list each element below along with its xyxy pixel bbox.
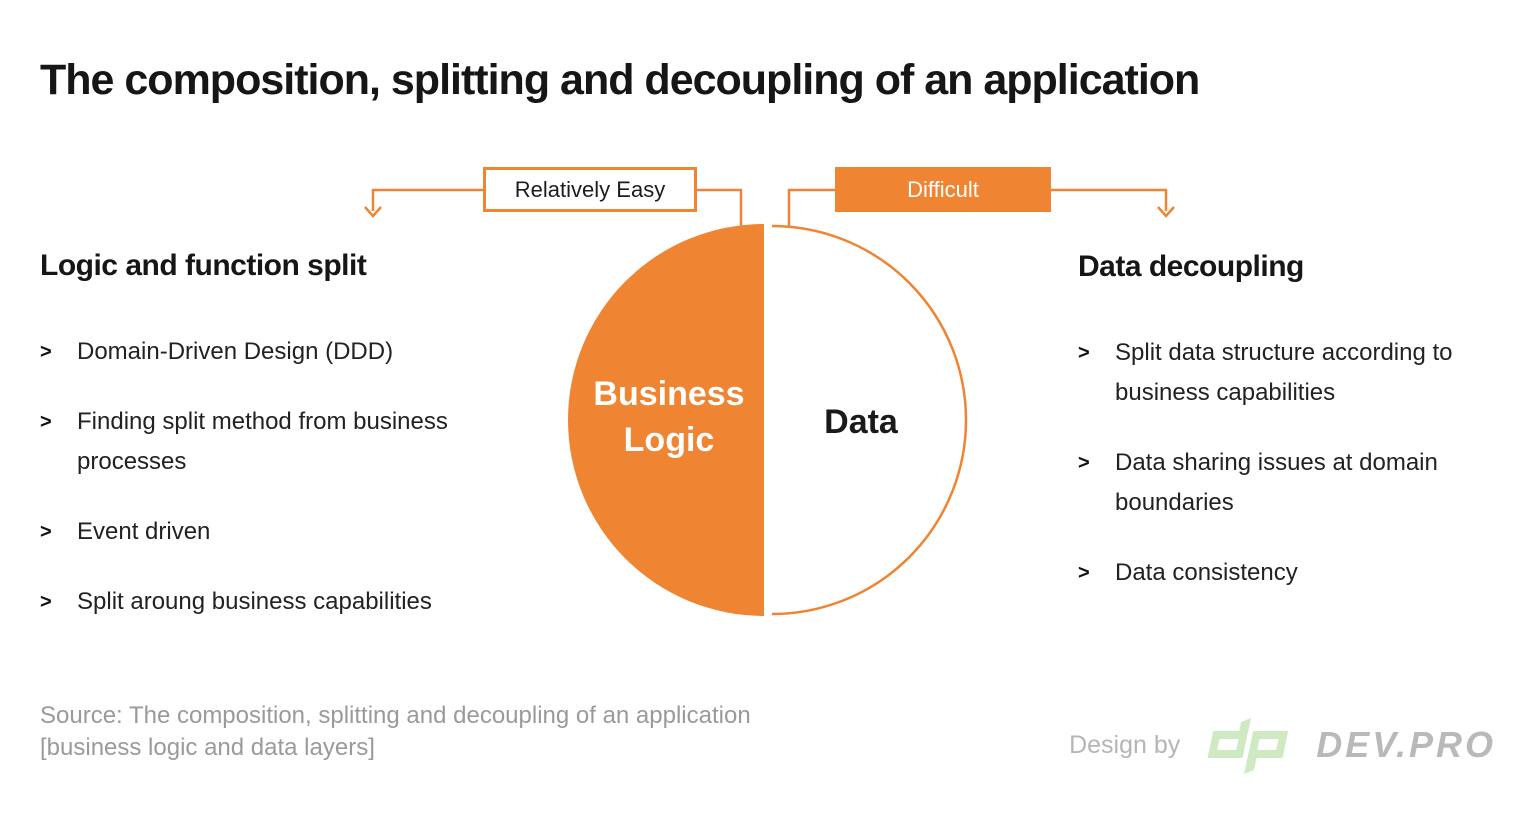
devpro-dp-logo-icon [1207,718,1289,774]
chevron-marker: > [1078,452,1090,474]
chevron-marker: > [40,521,52,543]
data-decoupling-panel: Data decoupling > Split data structure a… [1078,250,1478,623]
relatively-easy-text: Relatively Easy [514,176,666,202]
easy-to-circle-connector [697,188,743,227]
list-item-text: Finding split method from business proce… [77,408,448,475]
difficult-connector-line [1051,188,1168,211]
design-credit: Design by DEV.PRO [1069,716,1496,774]
logic-function-split-panel: Logic and function split > Domain-Driven… [40,249,510,652]
right-panel-heading: Data decoupling [1078,250,1304,283]
chevron-marker: > [40,411,52,433]
list-item-text: Split data structure according to busine… [1115,339,1453,406]
relatively-easy-label: Relatively Easy [483,167,697,212]
source-line-1: Source: The composition, splitting and d… [40,702,751,729]
source-line-2: [business logic and data layers] [40,734,375,761]
difficult-to-circle-connector [787,188,835,227]
chevron-marker: > [1078,562,1090,584]
chevron-marker: > [40,341,52,363]
difficult-arrow-down-icon [1157,206,1175,218]
easy-connector-line [371,188,483,211]
difficult-label: Difficult [835,167,1051,212]
list-item: > Data consistency [1078,553,1478,593]
chevron-marker: > [1078,342,1090,364]
list-item: > Split aroung business capabilities [40,582,510,622]
list-item-text: Split aroung business capabilities [77,588,432,615]
data-half [771,224,968,616]
list-item: > Split data structure according to busi… [1078,333,1478,413]
list-item-text: Data consistency [1115,559,1298,586]
list-item-text: Event driven [77,518,211,545]
list-item-text: Data sharing issues at domain boundaries [1115,449,1438,516]
list-item-text: Domain-Driven Design (DDD) [77,338,394,365]
list-item: > Data sharing issues at domain boundari… [1078,443,1478,523]
source-caption: Source: The composition, splitting and d… [40,700,751,764]
page-title: The composition, splitting and decouplin… [40,56,1200,104]
left-bullet-list: > Domain-Driven Design (DDD) > Finding s… [40,332,510,622]
left-panel-heading: Logic and function split [40,249,367,282]
right-bullet-list: > Split data structure according to busi… [1078,333,1478,593]
devpro-brand-name: DEV.PRO [1316,724,1496,765]
list-item: > Finding split method from business pro… [40,402,510,482]
difficult-text: Difficult [907,176,979,202]
design-by-text: Design by [1069,730,1181,759]
business-logic-half [568,224,764,616]
list-item: > Event driven [40,512,510,552]
business-logic-label: Business Logic [593,375,745,459]
easy-arrow-down-icon [364,206,382,218]
data-label: Data [824,403,898,441]
chevron-marker: > [40,591,52,613]
list-item: > Domain-Driven Design (DDD) [40,332,510,372]
